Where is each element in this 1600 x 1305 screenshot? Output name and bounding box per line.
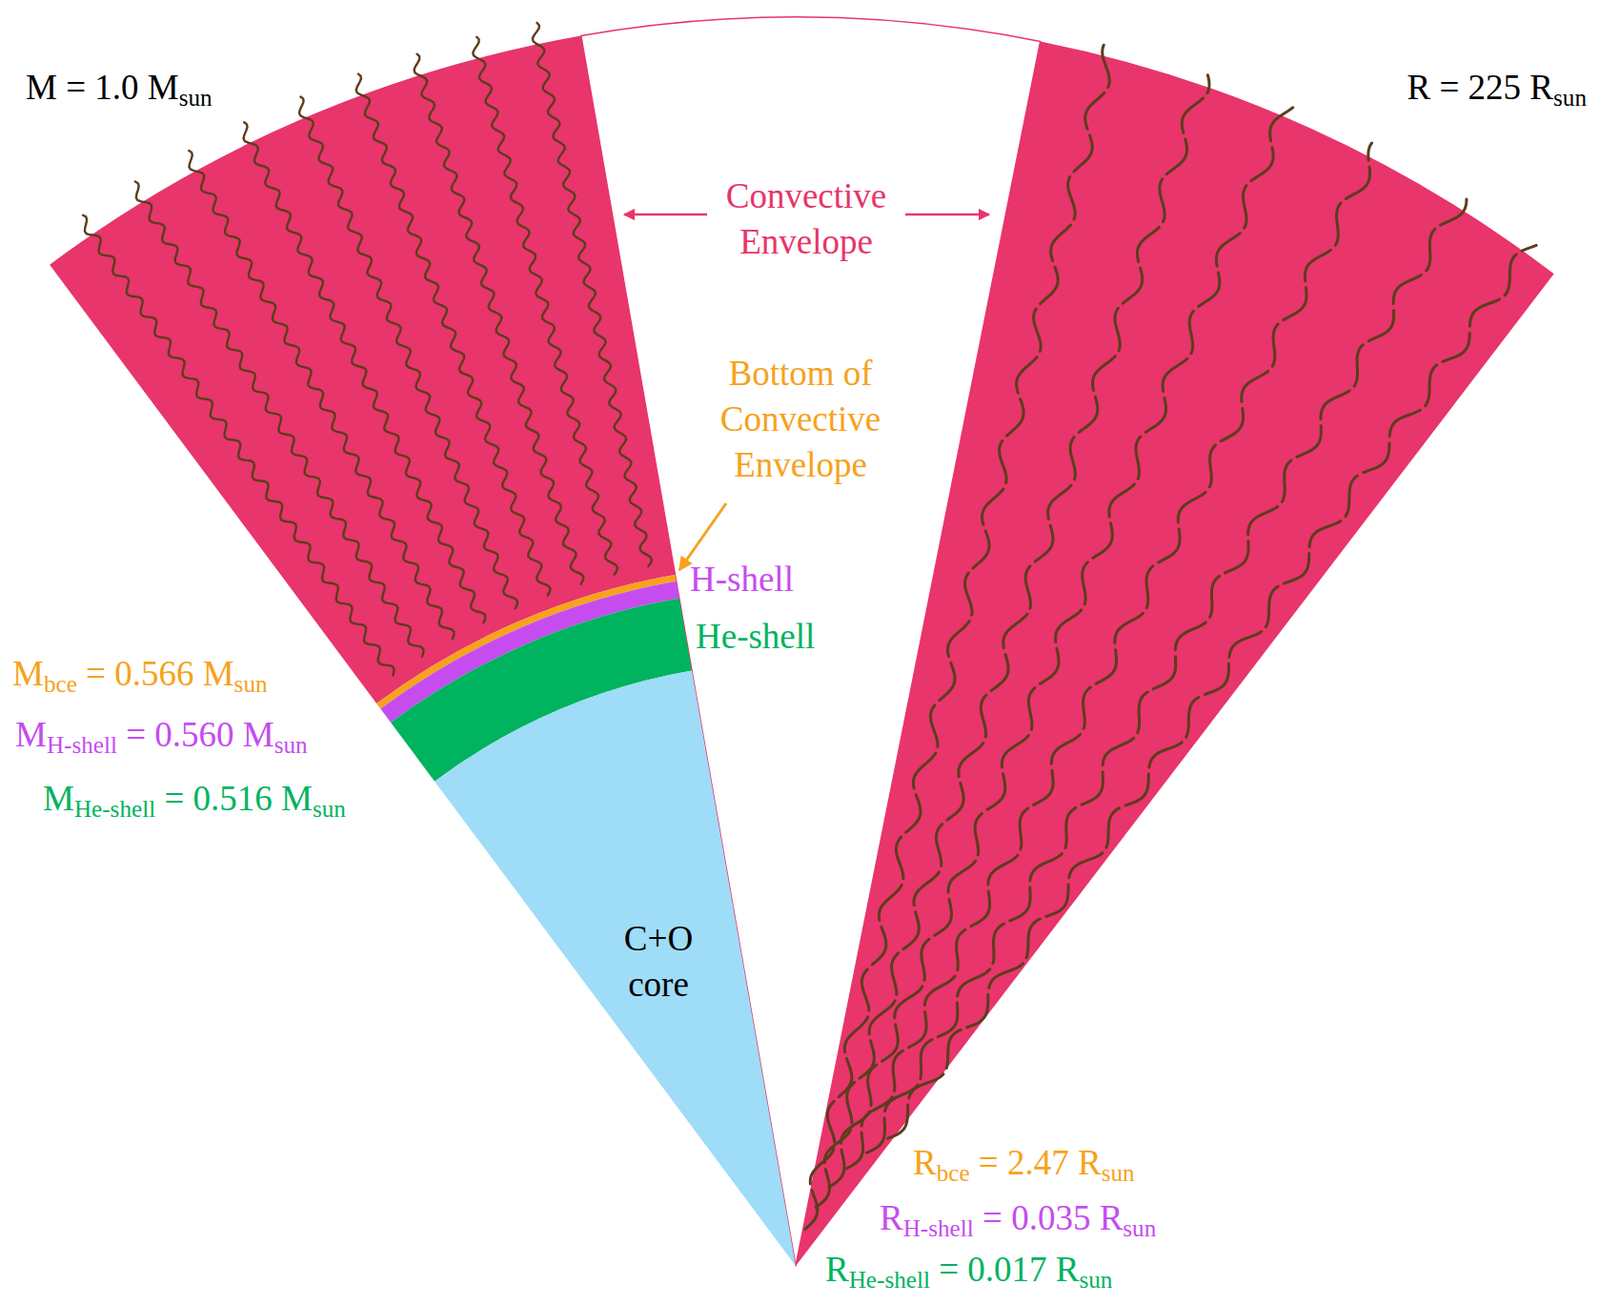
convection-squiggle: [815, 75, 1210, 1208]
convection-squiggle: [829, 106, 1294, 1187]
value-part: 225: [1468, 67, 1522, 107]
value-part: 1.0: [94, 67, 139, 107]
subscript: H-shell: [46, 731, 118, 758]
convection-squiggle: [888, 244, 1538, 1138]
convection-squiggle: [866, 199, 1467, 1153]
subscript: bce: [43, 670, 78, 697]
convection-squiggle: [188, 150, 454, 639]
shell-label: He-shell: [695, 613, 815, 660]
shell-label: H-shell: [689, 556, 794, 603]
radius-coordinate: RH-shell = 0.035 Rsun: [879, 1194, 1156, 1245]
radius-coordinate: RHe-shell = 0.017 Rsun: [825, 1246, 1113, 1297]
value-part: 2.47: [1007, 1142, 1070, 1182]
radius-label: R = 225 Rsun: [1407, 64, 1587, 115]
symbol: M: [12, 653, 44, 693]
value-part: 0.560: [154, 714, 234, 754]
mass-coordinate: MH-shell = 0.560 Msun: [15, 711, 308, 762]
value-part: =: [163, 778, 184, 818]
subscript: He-shell: [74, 795, 156, 822]
symbol: M: [147, 67, 180, 107]
subscript: H-shell: [903, 1215, 974, 1241]
region-label: Convective Envelope: [708, 173, 905, 265]
mass-coordinate: MHe-shell = 0.516 Msun: [42, 775, 346, 826]
value-part: =: [938, 1249, 959, 1289]
subscript: sun: [1101, 1159, 1135, 1186]
symbol: R: [1099, 1197, 1124, 1237]
value-part: =: [85, 653, 106, 693]
subscript: sun: [1078, 1266, 1113, 1293]
star-layer: [434, 669, 796, 1266]
subscript: sun: [312, 795, 346, 822]
value-part: 0.035: [1011, 1197, 1091, 1237]
convection-squiggles: [82, 22, 1537, 1229]
convection-squiggle: [356, 74, 551, 596]
mass-label: M = 1.0 Msun: [25, 64, 213, 115]
pointer-arrow: [905, 213, 990, 217]
region-label: Bottom of Convective Envelope: [703, 350, 899, 488]
symbol: M: [243, 714, 275, 754]
pointer-arrow: [624, 213, 708, 217]
core-region: C+O core: [610, 915, 707, 1008]
convection-squiggle: [532, 22, 652, 567]
value-part: =: [125, 714, 146, 754]
subscript: sun: [1122, 1215, 1156, 1241]
subscript: sun: [179, 84, 213, 111]
value-part: =: [982, 1197, 1003, 1237]
symbol: R: [1529, 67, 1554, 107]
symbol: R: [1077, 1142, 1102, 1182]
subscript: He-shell: [849, 1266, 931, 1293]
value-part: 0.566: [114, 653, 194, 693]
mass-coordinate: Mbce = 0.566 Msun: [12, 650, 268, 701]
convection-squiggle: [243, 121, 487, 623]
symbol: R: [1055, 1249, 1080, 1289]
symbol: R: [879, 1197, 904, 1237]
convection-squiggle: [414, 54, 585, 585]
value-part: M: [25, 67, 58, 107]
symbol: R: [825, 1249, 850, 1289]
subscript: bce: [936, 1159, 971, 1186]
convection-squiggle: [299, 96, 518, 608]
value-part: 0.516: [193, 778, 273, 818]
core-label: C+O core: [610, 915, 707, 1008]
symbol: M: [15, 714, 47, 754]
convection-squiggle: [805, 41, 1110, 1229]
symbol: M: [281, 778, 313, 818]
symbol: M: [202, 653, 235, 693]
subscript: sun: [1553, 84, 1587, 111]
radius-coordinate: Rbce = 2.47 Rsun: [912, 1139, 1135, 1190]
value-part: =: [65, 67, 86, 107]
wedges: [49, 17, 1555, 1266]
symbol: M: [42, 778, 75, 818]
convection-squiggle: [472, 37, 618, 575]
value-part: 0.017: [967, 1249, 1047, 1289]
value-part: R: [1407, 67, 1432, 107]
convection-squiggle: [846, 142, 1372, 1169]
symbol: R: [912, 1142, 937, 1182]
value-part: =: [1438, 67, 1459, 107]
subscript: sun: [234, 670, 268, 697]
convection-squiggle: [82, 215, 394, 676]
subscript: sun: [274, 731, 308, 758]
value-part: =: [978, 1142, 999, 1182]
convection-squiggle: [135, 182, 425, 657]
